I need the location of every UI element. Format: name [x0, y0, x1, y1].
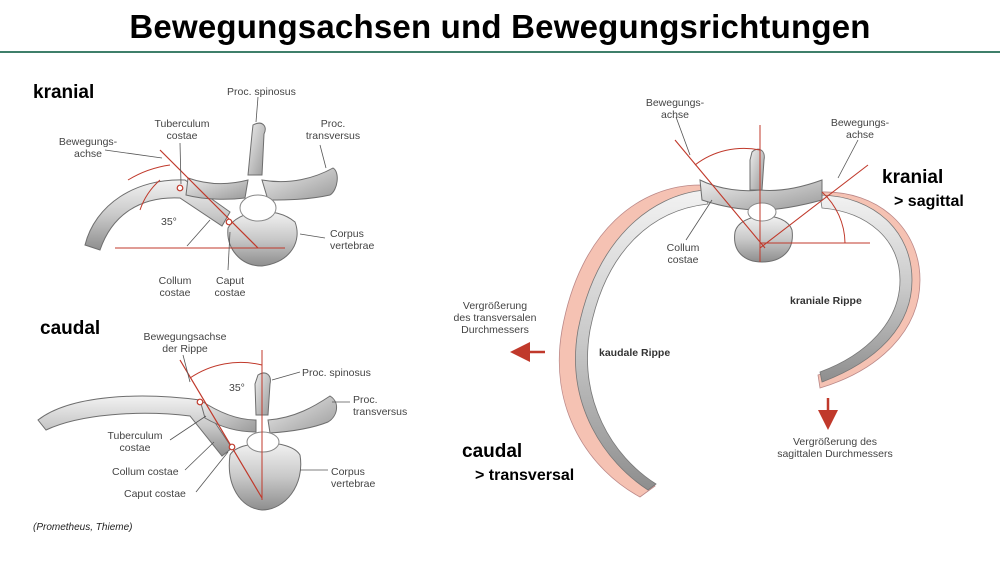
right-proc-spinosus [749, 148, 765, 191]
top-label-proc-spinosus: Proc. spinosus [227, 86, 296, 98]
label-kraniale-rippe: kraniale Rippe [790, 295, 862, 307]
bottom-label-proc-transversus: Proc.transversus [353, 394, 408, 418]
top-label-angle: 35° [161, 216, 177, 228]
bottom-proc-transversus-left [199, 398, 257, 433]
top-label-proc-transversus: Proc.transversus [305, 118, 361, 142]
bottom-label-caput: Caput costae [124, 488, 186, 500]
label-caudal-left: caudal [40, 318, 101, 339]
label-kranial-left: kranial [33, 82, 95, 103]
bottom-proc-spinosus [254, 372, 271, 416]
label-kranial-right: kranial [882, 167, 944, 188]
bottom-foramen [246, 431, 280, 453]
slide-title: Bewegungsachsen und Bewegungsrichtungen [129, 8, 871, 45]
right-label-achse-left: Bewegungs-achse [645, 97, 705, 121]
top-proc-spinosus [247, 122, 266, 176]
top-proc-transversus-left [185, 177, 249, 200]
bottom-proc-transversus-right [267, 395, 337, 434]
label-caudal-right: caudal [462, 441, 523, 462]
right-corpus [734, 215, 793, 263]
right-label-achse-right: Bewegungs-achse [830, 117, 890, 141]
bottom-corpus [228, 442, 302, 511]
top-rib [84, 179, 231, 251]
top-vertebra-figure [84, 96, 338, 271]
bottom-label-collum: Collum costae [112, 466, 179, 478]
source-credit: (Prometheus, Thieme) [33, 522, 133, 533]
top-proc-transversus-right [261, 167, 338, 201]
top-label-bewegungsachse: Bewegungs-achse [58, 136, 118, 160]
right-rib-figure [510, 116, 921, 498]
label-transversal: > transversal [475, 467, 575, 484]
bottom-label-proc-spinosus: Proc. spinosus [302, 367, 371, 379]
bottom-label-angle: 35° [229, 382, 245, 394]
top-foramen [239, 194, 277, 222]
label-sagittal: > sagittal [894, 193, 964, 210]
bottom-rib [37, 395, 233, 457]
label-kaudale-rippe: kaudale Rippe [599, 347, 671, 359]
title-divider [0, 51, 1000, 53]
bottom-vertebra-figure [37, 350, 350, 511]
